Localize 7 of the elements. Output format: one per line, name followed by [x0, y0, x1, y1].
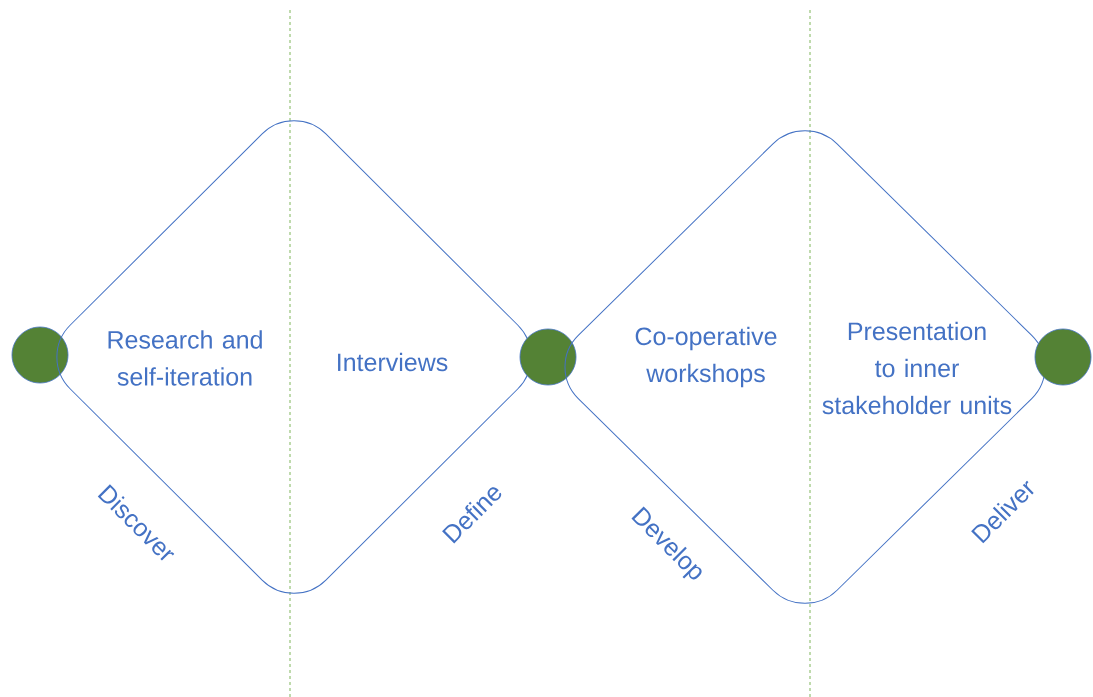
step-text: Interviews — [338, 352, 448, 372]
circle-marker — [519, 328, 577, 386]
circle-marker — [1034, 328, 1092, 386]
step-text: Research and self-iteration — [108, 330, 262, 386]
step-text: Presentation to inner stakeholder units — [822, 321, 1012, 415]
step-text: Co-operative workshops — [635, 326, 777, 388]
circle-marker — [11, 326, 69, 384]
